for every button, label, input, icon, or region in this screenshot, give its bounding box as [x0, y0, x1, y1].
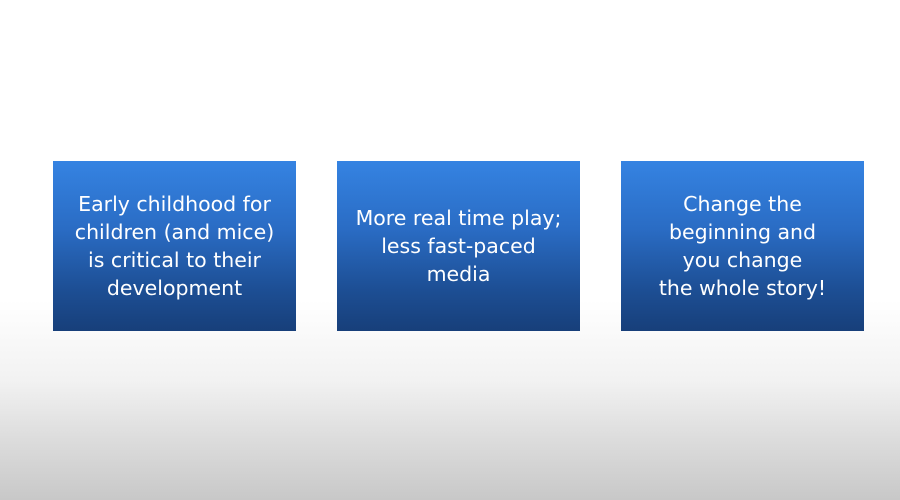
point-box-early-childhood: Early childhood for children (and mice) … — [53, 161, 296, 331]
point-text: More real time play; less fast-paced med… — [355, 206, 562, 286]
point-text: Early childhood for children (and mice) … — [74, 192, 275, 300]
point-text: Change the beginning and you change the … — [658, 192, 827, 300]
point-box-real-time-play: More real time play; less fast-paced med… — [337, 161, 580, 331]
point-box-change-beginning: Change the beginning and you change the … — [621, 161, 864, 331]
